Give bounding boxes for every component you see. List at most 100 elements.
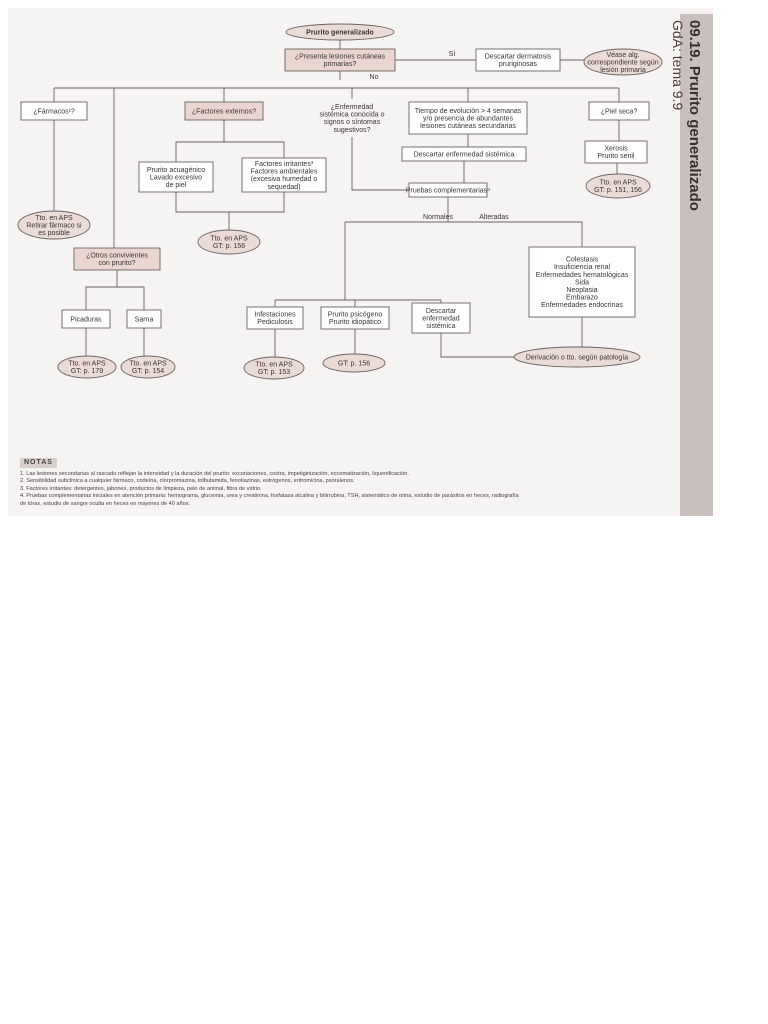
node-text-farmacos-0: ¿Fármacos¹? [33,108,75,115]
box-tiempo [408,101,528,135]
edge-otros-pic [85,270,118,310]
box-sarna [126,309,162,329]
edge-label-alteradas: Alteradas [479,214,509,221]
node-text-tiempo-2: lesiones cutáneas secundarias [420,123,516,130]
node-text-xerosis-0: Xerosis [604,146,628,153]
node-text-tto_aps_156-0: Tto. en APS [210,236,248,243]
node-text-descartar_sist2-1: enfermedad [422,315,459,322]
node-text-infest-0: Infestaciones [254,312,296,319]
node-text-tto_aps_far-0: Tto. en APS [35,215,73,222]
node-text-piel_seca-0: ¿Piel seca? [601,108,638,115]
edge-ext-acuag [175,120,225,162]
node-text-prurito_acuag-1: Lavado excesivo [150,174,202,181]
edge-label-si: Sí [449,51,456,58]
note-2: 2. Sensibilidad subclínica a cualquier f… [20,478,355,485]
box-piel_seca [588,101,650,121]
node-text-psicog-1: Prurito idiopático [329,319,381,326]
node-text-psicog-0: Prurito psicógeno [328,312,383,319]
notes-title: NOTAS [20,458,57,468]
edge-label-normales: Normales [423,214,453,221]
node-text-picaduras-0: Picaduras [70,316,102,323]
box-descartar_derm [475,48,561,72]
node-text-tto_aps_far-2: es posible [38,230,70,237]
note-4: 4. Pruebas complementarias iniciales en … [20,493,519,500]
node-text-enf_sist-0: ¿Enfermedad [331,104,374,111]
node-text-root-0: Prurito generalizado [306,29,374,36]
node-text-colestasis-0: Colestasis [566,257,599,264]
node-text-tto_154-1: GT: p. 154 [132,368,164,375]
node-text-q1-0: ¿Presenta lesiones cutáneas [295,54,386,61]
node-text-descartar_sub-0: Descartar enfermedad sistémica [414,151,515,158]
ellipse-tto_154 [120,355,176,379]
edge-enfsist-pruebas [351,137,409,191]
node-text-colestasis-1: Insuficiencia renal [554,264,610,271]
node-text-fact_ext-0: ¿Factores externos? [192,108,256,115]
box-descartar_sub [401,146,527,162]
node-text-colestasis-3: Sida [575,279,589,286]
node-sarna: Sarna [126,309,162,329]
note-1: 1. Las lesiones secundarias al rascado r… [20,470,409,477]
node-farmacos: ¿Fármacos¹? [20,101,88,121]
node-text-fact_irrit-2: (excesiva humedad o [251,176,318,183]
ellipse-tto_153 [243,356,305,380]
sidebar-band [680,14,713,516]
node-text-vease-2: lesión primaria [600,67,646,74]
node-text-tiempo-1: y/o presencia de abundantes [423,115,513,122]
node-text-fact_irrit-1: Factores ambientales [251,169,318,176]
box-prurito_acuag [138,161,214,193]
node-derivacion: Derivación o tto. según patología [513,346,641,368]
sidebar-title: 09.19. Prurito generalizado [686,20,703,211]
node-text-tto_aps_far-1: Retirar fármaco si [26,222,82,229]
node-text-tiempo-0: Tiempo de evolución > 4 semanas [415,108,522,115]
node-text-vease-1: correspondiente según [587,59,658,66]
node-text-fact_irrit-3: sequedad) [267,184,300,191]
node-descartar_sub: Descartar enfermedad sistémica [401,146,527,162]
node-text-colestasis-4: Neoplasia [566,287,597,294]
node-text-xerosis-1: Prurito senil [598,153,635,160]
node-text-fact_irrit-0: Factores irritantes³ [255,161,314,168]
node-text-colestasis-5: Embarazo [566,295,598,302]
node-text-colestasis-2: Enfermedades hematológicas [536,272,629,279]
node-text-tto_153-0: Tto. en APS [255,362,293,369]
note-3: 3. Factores irritantes: detergentes, jab… [20,485,262,492]
node-text-tto_153-1: GT: p. 153 [258,369,290,376]
node-pruebas: Pruebas complementarias⁴ [406,182,490,198]
node-text-tto_154-0: Tto. en APS [129,361,167,368]
node-text-pruebas-0: Pruebas complementarias⁴ [406,187,490,194]
node-text-derivacion-0: Derivación o tto. según patología [526,354,628,361]
box-pruebas [408,182,488,198]
note-4-cont: de tórax, estudio de sangre oculta en he… [20,500,191,507]
node-text-sarna-0: Sarna [135,316,154,323]
node-text-enf_sist-1: sistémica conocida o [320,112,385,119]
node-text-vease-0: Véase alg. [606,52,639,59]
node-fact_ext: ¿Factores externos? [184,101,264,121]
node-text-tto_179-1: GT: p. 179 [71,368,103,375]
node-text-descartar_sist2-0: Descartar [426,308,457,315]
node-text-tto_aps_156-1: GT: p. 156 [213,243,245,250]
box-picaduras [61,309,111,329]
box-descartar_sist2 [411,302,471,334]
box-q1 [284,48,396,72]
notes-section: NOTAS 1. Las lesiones secundarias al ras… [20,458,675,509]
box-fact_ext [184,101,264,121]
edge-ext-irrit [224,141,285,158]
box-colestasis [528,246,636,318]
node-gt_156: GT: p. 156 [322,353,386,373]
ellipse-tto_179 [57,355,117,379]
ellipse-vease [583,48,663,76]
node-text-infest-1: Pediculosis [257,319,293,326]
node-text-tto_aps_151-0: Tto. en APS [599,180,637,187]
